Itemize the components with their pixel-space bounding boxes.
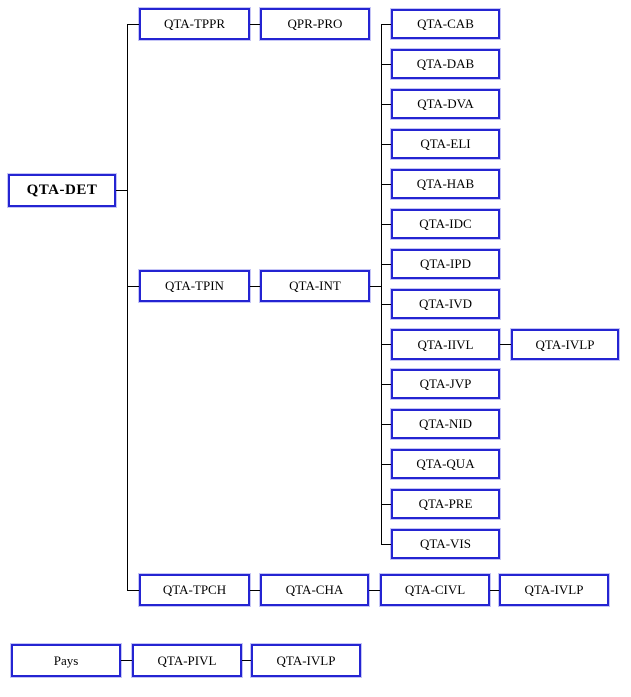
node-qta-dab: QTA-DAB [391,49,500,79]
connector-stub-ipd [381,264,391,265]
node-qta-cab: QTA-CAB [391,9,500,39]
connector-stub-iivl [381,344,391,345]
node-qta-jvp: QTA-JVP [391,369,500,399]
connector-int-to-trunk [370,286,381,287]
node-qta-nid: QTA-NID [391,409,500,439]
connector-trunk-to-tpch [127,590,139,591]
connector-stub-dva [381,104,391,105]
connector-pivl-to-ivlp [242,660,251,661]
node-pays: Pays [11,644,121,677]
node-qta-pre: QTA-PRE [391,489,500,519]
node-qta-idc: QTA-IDC [391,209,500,239]
connector-left-trunk [127,24,128,590]
connector-tpin-to-int [250,286,260,287]
connector-stub-hab [381,184,391,185]
connector-right-trunk [381,24,382,544]
node-qta-civl: QTA-CIVL [380,574,490,606]
connector-pays-to-pivl [121,660,132,661]
node-qta-pivl: QTA-PIVL [132,644,242,677]
node-qta-eli: QTA-ELI [391,129,500,159]
node-qta-ivlp-mid: QTA-IVLP [511,329,619,360]
node-qta-ivd: QTA-IVD [391,289,500,319]
node-qta-int: QTA-INT [260,270,370,302]
connector-stub-pre [381,504,391,505]
node-qta-ivlp-row: QTA-IVLP [499,574,609,606]
connector-trunk-to-tppr [127,24,139,25]
connector-stub-ivd [381,304,391,305]
connector-stub-jvp [381,384,391,385]
node-qpr-pro: QPR-PRO [260,8,370,40]
node-qta-ipd: QTA-IPD [391,249,500,279]
connector-stub-cab [381,24,391,25]
node-qta-tpch: QTA-TPCH [139,574,250,606]
connector-cha-to-civl [369,590,380,591]
node-qta-dva: QTA-DVA [391,89,500,119]
node-qta-tpin: QTA-TPIN [139,270,250,302]
connector-det-to-trunk [116,190,127,191]
connector-tppr-to-qprpro [250,24,260,25]
node-qta-ivlp-bottom: QTA-IVLP [251,644,361,677]
node-qta-det: QTA-DET [8,174,116,207]
connector-trunk-to-tpin [127,286,139,287]
connector-stub-idc [381,224,391,225]
node-qta-hab: QTA-HAB [391,169,500,199]
connector-tpch-to-cha [250,590,260,591]
connector-stub-qua [381,464,391,465]
connector-stub-vis [381,544,391,545]
node-qta-qua: QTA-QUA [391,449,500,479]
node-qta-iivl: QTA-IIVL [391,329,500,360]
node-qta-cha: QTA-CHA [260,574,369,606]
connector-iivl-to-ivlp [500,344,511,345]
connector-stub-dab [381,64,391,65]
node-qta-tppr: QTA-TPPR [139,8,250,40]
connector-civl-to-ivlp [490,590,499,591]
node-qta-vis: QTA-VIS [391,529,500,559]
connector-stub-eli [381,144,391,145]
connector-stub-nid [381,424,391,425]
